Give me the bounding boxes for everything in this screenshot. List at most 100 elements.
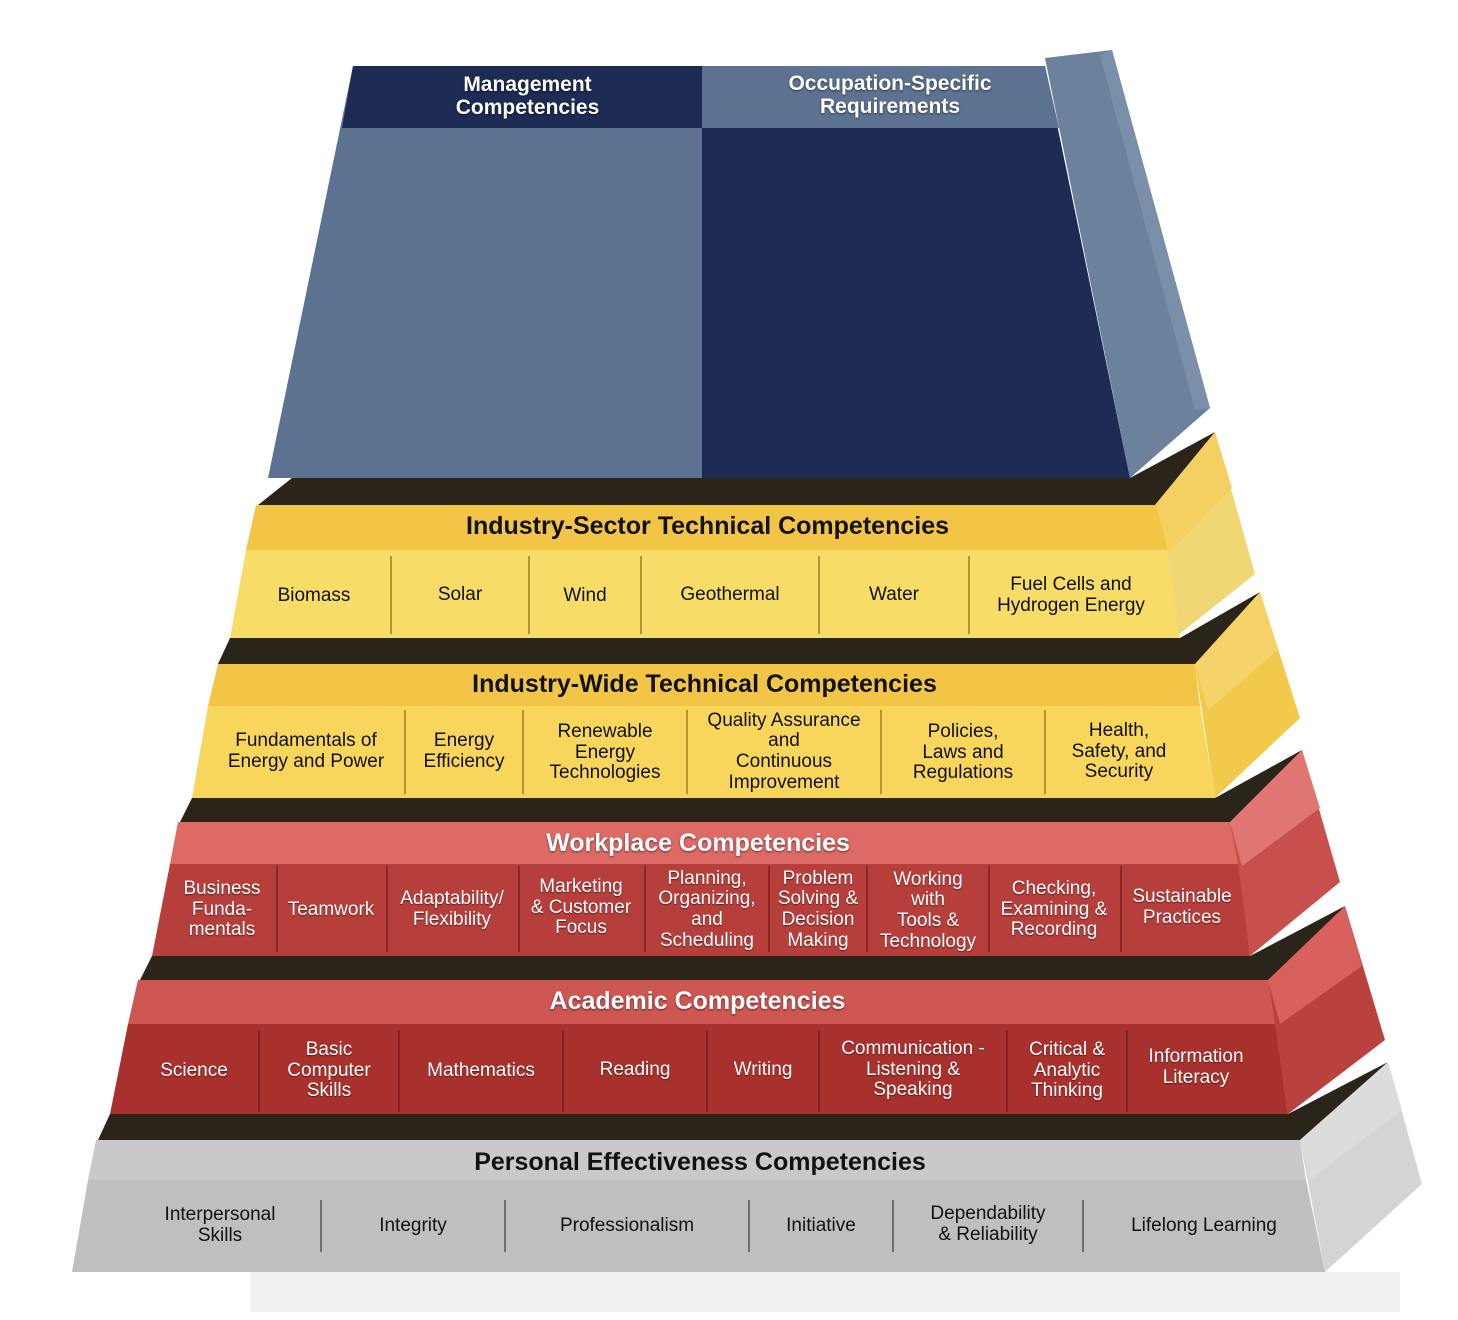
academic-divider: [398, 1030, 400, 1112]
workplace-divider: [276, 866, 278, 952]
wide-divider: [686, 710, 688, 794]
sector-item-wind: Wind: [563, 584, 607, 606]
sector-item-geothermal: Geothermal: [680, 583, 780, 605]
academic-item-mathematics: Mathematics: [427, 1059, 535, 1081]
workplace-divider: [1120, 866, 1122, 952]
personal-item-dependability: Dependability & Reliability: [930, 1203, 1046, 1245]
personal-item-initiative: Initiative: [786, 1214, 856, 1236]
personal-side-top: [1300, 1062, 1402, 1180]
academic-divider: [1006, 1030, 1008, 1112]
academic-item-writing: Writing: [733, 1058, 793, 1080]
industry-wide-body: [192, 706, 1215, 798]
academic-item-science: Science: [160, 1059, 228, 1081]
wide-item-fundamentals: Fundamentals of Energy and Power: [227, 730, 385, 772]
workplace-divider: [866, 866, 868, 952]
academic-divider: [258, 1030, 260, 1112]
sector-divider: [818, 556, 820, 634]
wide-item-renewable: Renewable Energy Technologies: [549, 721, 661, 784]
industry-sector-header: [246, 505, 1168, 550]
wide-divider: [522, 710, 524, 794]
wide-item-quality-assurance: Quality Assurance and Continuous Improve…: [707, 709, 861, 793]
industry-wide-header: [208, 664, 1200, 706]
academic-title: Academic Competencies: [549, 986, 846, 1015]
academic-header: [128, 980, 1275, 1024]
workplace-item-marketing: Marketing & Customer Focus: [530, 876, 632, 939]
wide-item-policies: Policies, Laws and Regulations: [912, 721, 1014, 784]
wide-divider: [404, 710, 406, 794]
personal-divider: [748, 1200, 750, 1252]
industry-sector-body: [230, 550, 1180, 638]
academic-divider: [1126, 1030, 1128, 1112]
sector-divider: [640, 556, 642, 634]
academic-body: [110, 1024, 1288, 1114]
step-dark-2: [218, 592, 1260, 664]
academic-divider: [706, 1030, 708, 1112]
workplace-item-problem-solving: Problem Solving & Decision Making: [777, 867, 859, 951]
workplace-divider: [386, 866, 388, 952]
personal-item-lifelong-learning: Lifelong Learning: [1131, 1214, 1277, 1236]
workplace-divider: [644, 866, 646, 952]
management-column: [268, 66, 702, 478]
workplace-item-sustainable: Sustainable Practices: [1132, 886, 1232, 928]
personal-divider: [320, 1200, 322, 1252]
step-dark-4: [140, 906, 1345, 980]
sector-divider: [390, 556, 392, 634]
personal-item-integrity: Integrity: [379, 1214, 447, 1236]
workplace-item-adaptability: Adaptability/ Flexibility: [400, 888, 504, 930]
academic-divider: [562, 1030, 564, 1112]
workplace-item-planning: Planning, Organizing, and Scheduling: [658, 867, 756, 951]
industry-wide-title: Industry-Wide Technical Competencies: [472, 669, 937, 698]
workplace-side-top: [1230, 750, 1320, 866]
sector-item-solar: Solar: [437, 583, 483, 605]
personal-body: [72, 1180, 1325, 1272]
top-block-right-side: [1045, 50, 1210, 478]
academic-item-communication: Communication - Listening & Speaking: [841, 1038, 985, 1101]
management-competencies-label: Management Competencies: [455, 73, 600, 119]
industry-sector-side-top: [1155, 432, 1232, 552]
workplace-item-teamwork: Teamwork: [287, 898, 375, 920]
personal-effectiveness-title: Personal Effectiveness Competencies: [474, 1147, 926, 1176]
top-block-side-shade: [1100, 50, 1210, 410]
occupation-specific-requirements-label: Occupation-Specific Requirements: [788, 72, 992, 118]
personal-divider: [504, 1200, 506, 1252]
sector-item-biomass: Biomass: [277, 584, 351, 606]
occupation-header-band: [702, 66, 1059, 128]
workplace-divider: [518, 866, 520, 952]
workplace-item-business-fundamentals: Business Funda- mentals: [183, 878, 261, 941]
management-header-band: [342, 66, 702, 128]
personal-divider: [1082, 1200, 1084, 1252]
industry-wide-side-top: [1195, 592, 1278, 710]
workplace-item-checking: Checking, Examining & Recording: [1000, 878, 1108, 941]
wide-divider: [880, 710, 882, 794]
academic-side-top: [1268, 906, 1362, 1024]
wide-divider: [1044, 710, 1046, 794]
academic-item-reading: Reading: [599, 1058, 671, 1080]
step-dark-3: [180, 750, 1302, 822]
academic-item-critical-thinking: Critical & Analytic Thinking: [1028, 1039, 1105, 1102]
step-dark-5: [98, 1062, 1388, 1140]
academic-item-basic-computer-skills: Basic Computer Skills: [287, 1039, 371, 1102]
personal-header: [88, 1140, 1306, 1180]
personal-item-professionalism: Professionalism: [559, 1214, 695, 1236]
step-dark-1: [258, 432, 1215, 505]
personal-item-interpersonal: Interpersonal Skills: [164, 1204, 276, 1246]
sector-divider: [968, 556, 970, 634]
wide-item-health-safety: Health, Safety, and Security: [1071, 720, 1167, 783]
industry-sector-title: Industry-Sector Technical Competencies: [466, 511, 949, 540]
sector-divider: [528, 556, 530, 634]
base-shadow: [250, 1272, 1400, 1312]
wide-item-energy-efficiency: Energy Efficiency: [423, 730, 505, 772]
workplace-divider: [768, 866, 770, 952]
sector-item-water: Water: [869, 583, 919, 605]
academic-divider: [818, 1030, 820, 1112]
workplace-body: [152, 864, 1250, 956]
academic-item-information-literacy: Information Literacy: [1148, 1046, 1244, 1088]
workplace-divider: [988, 866, 990, 952]
occupation-column: [702, 66, 1130, 478]
workplace-item-working-with-tools: Working with Tools & Technology: [879, 868, 977, 952]
personal-divider: [892, 1200, 894, 1252]
sector-item-fuel-cells: Fuel Cells and Hydrogen Energy: [997, 574, 1145, 616]
workplace-header: [170, 822, 1238, 864]
workplace-title: Workplace Competencies: [546, 828, 850, 857]
